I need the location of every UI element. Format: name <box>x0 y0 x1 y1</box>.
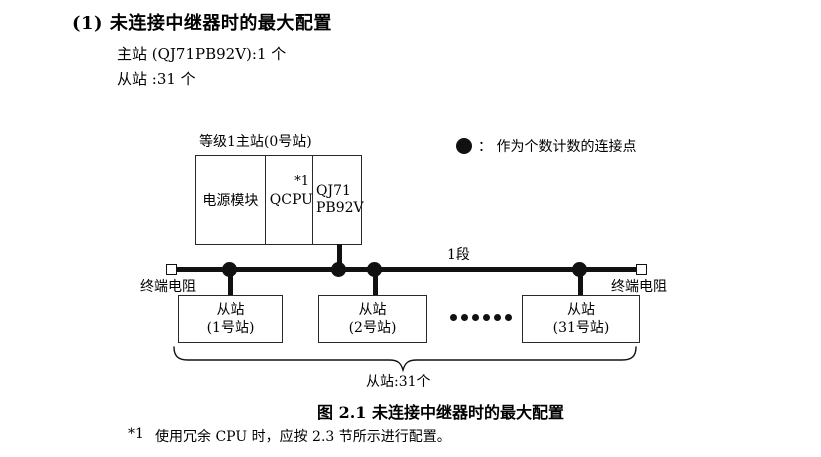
brace-icon <box>173 346 637 373</box>
slave1-label-line1: 从站 <box>216 302 245 318</box>
connection-point-dot <box>572 262 587 277</box>
slave3-label-line2: (31号站) <box>552 320 610 336</box>
power-module-cell: 电源模块 <box>202 193 259 209</box>
figure-caption: 图 2.1 未连接中继器时的最大配置 <box>317 403 564 422</box>
slave1-label-line2: (1号站) <box>206 320 255 336</box>
connection-point-icon <box>456 138 472 154</box>
slave3-label-line1: 从站 <box>567 302 595 318</box>
terminator-left-label: 终端电阻 <box>140 279 196 295</box>
cpu-label: QCPU <box>269 192 313 208</box>
legend: ： 作为个数计数的连接点 <box>456 136 636 156</box>
module-name-line1: QJ71 <box>316 183 351 199</box>
master-station-label: 等级1主站(0号站) <box>199 134 312 150</box>
footnote-marker: *1 <box>128 426 144 442</box>
module-name-line2: PB92V <box>316 200 364 216</box>
slave3-drop-line <box>578 272 583 295</box>
slave-station-box-3: 从站 (31号站) <box>522 295 640 343</box>
pb92v-module-cell: QJ71 PB92V <box>312 156 364 244</box>
slave2-label-line2: (2号站) <box>348 320 397 336</box>
slave2-label-line1: 从站 <box>358 302 387 318</box>
connection-point-dot <box>331 262 346 277</box>
section-title: (1) 未连接中继器时的最大配置 <box>72 13 332 34</box>
master-drop-line <box>337 244 342 268</box>
slave1-drop-line <box>228 272 233 295</box>
terminator-right-icon <box>636 264 647 275</box>
legend-label: ： 作为个数计数的连接点 <box>478 139 637 155</box>
connection-point-dot <box>222 262 237 277</box>
bus-line <box>177 267 637 272</box>
slave2-drop-line <box>373 272 378 295</box>
connection-point-dot <box>367 262 382 277</box>
slave-count-line: 从站 :31 个 <box>117 70 196 88</box>
slave-station-box-2: 从站 (2号站) <box>318 295 427 343</box>
slave-total-label: 从站:31个 <box>366 374 431 390</box>
terminator-left-icon <box>166 264 177 275</box>
omitted-slaves-ellipsis-icon <box>450 313 512 321</box>
master-station-box: 电源模块 *1 QCPU QJ71 PB92V <box>195 155 364 245</box>
cpu-footnote-ref: *1 <box>294 174 309 189</box>
footnote-text: 使用冗余 CPU 时，应按 2.3 节所示进行配置。 <box>155 429 451 445</box>
segment-label: 1段 <box>447 247 470 263</box>
slave-station-box-1: 从站 (1号站) <box>178 295 283 343</box>
master-count-line: 主站 (QJ71PB92V):1 个 <box>117 45 287 63</box>
cpu-cell: *1 QCPU <box>264 156 313 244</box>
terminator-right-label: 终端电阻 <box>611 279 667 295</box>
